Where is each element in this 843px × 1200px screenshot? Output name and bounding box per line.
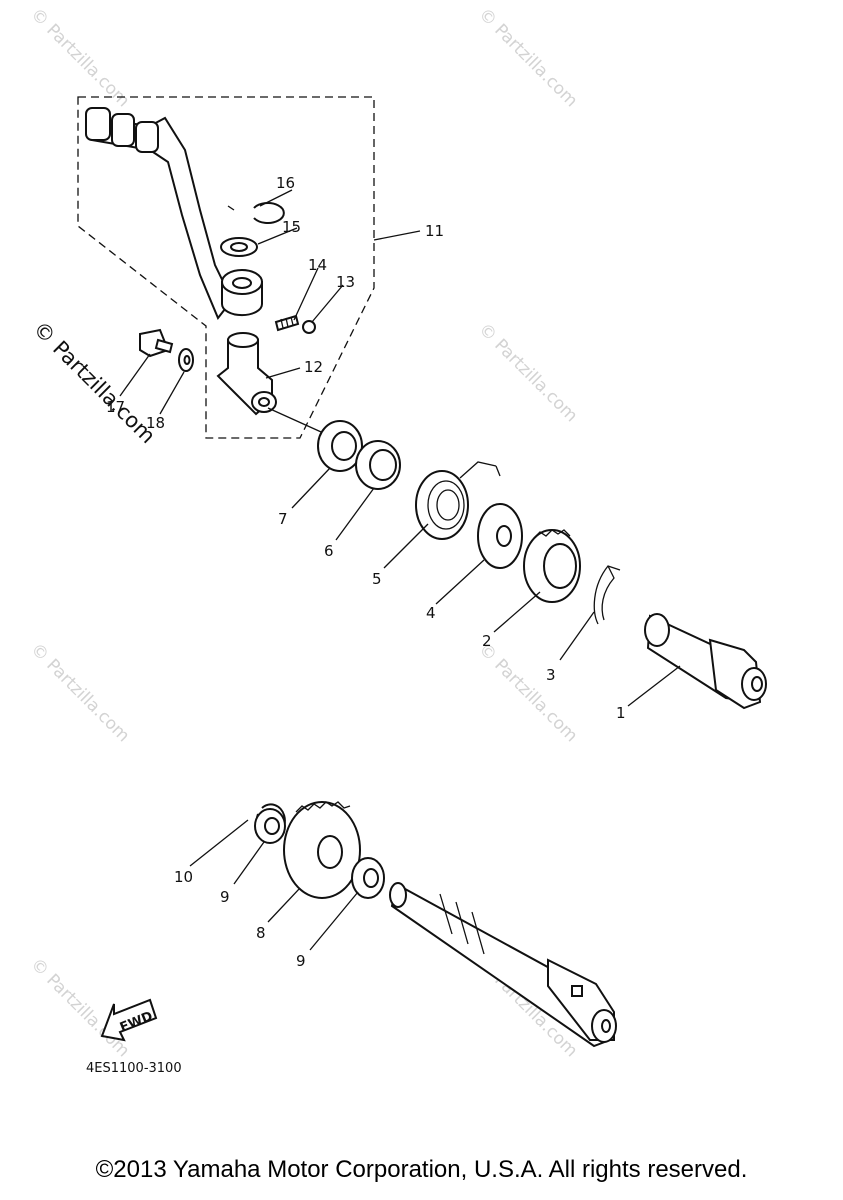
copyright-footer: ©2013 Yamaha Motor Corporation, U.S.A. A… xyxy=(95,1156,748,1183)
callout-6: 6 xyxy=(324,542,334,560)
torsion-spring-5[interactable] xyxy=(415,461,501,540)
callout-4: 4 xyxy=(426,604,436,622)
watermark: © Partzilla.com xyxy=(26,639,133,746)
kick-axle-1[interactable] xyxy=(644,613,767,710)
callout-10: 10 xyxy=(174,868,193,886)
watermark: © Partzilla.com xyxy=(26,954,133,1061)
callout-9-upper: 9 xyxy=(220,888,230,906)
callout-13: 13 xyxy=(336,273,355,291)
washer-9-lower[interactable] xyxy=(351,857,385,899)
callout-7: 7 xyxy=(278,510,288,528)
callout-2: 2 xyxy=(482,632,492,650)
watermark: © Partzilla.com xyxy=(474,639,581,746)
callout-numbers: 16 15 14 13 11 12 17 18 7 6 5 4 2 3 1 10… xyxy=(106,174,626,970)
kick-boss-12[interactable] xyxy=(216,332,277,416)
callout-18: 18 xyxy=(146,414,165,432)
leader-lines xyxy=(119,189,681,951)
bolt-17[interactable] xyxy=(139,328,174,358)
oil-seal-7[interactable] xyxy=(317,420,363,472)
watermark: © Partzilla.com xyxy=(26,4,133,111)
fwd-arrow-icon: FWD xyxy=(100,998,158,1042)
callout-15: 15 xyxy=(282,218,301,236)
washer-15[interactable] xyxy=(220,237,258,257)
callout-3: 3 xyxy=(546,666,556,684)
callout-12: 12 xyxy=(304,358,323,376)
washer-4[interactable] xyxy=(477,503,523,569)
washer-18[interactable] xyxy=(178,348,194,372)
assembly-outline-11 xyxy=(77,96,375,439)
ball-13[interactable] xyxy=(302,320,316,334)
washer-9-upper[interactable] xyxy=(254,808,286,844)
callout-8: 8 xyxy=(256,924,266,942)
assembly-axis-line xyxy=(267,407,331,437)
idle-gear-8[interactable] xyxy=(283,801,361,899)
callout-16: 16 xyxy=(276,174,295,192)
clip-3[interactable] xyxy=(593,565,621,625)
kick-crank-lever[interactable] xyxy=(85,107,263,320)
watermark: © Partzilla.com xyxy=(474,319,581,426)
spring-14[interactable] xyxy=(274,314,300,332)
callout-1: 1 xyxy=(616,704,626,722)
watermark: © Partzilla.com xyxy=(474,4,581,111)
callout-14: 14 xyxy=(308,256,327,274)
kick-gear-2[interactable] xyxy=(523,529,581,603)
collar-6[interactable] xyxy=(355,440,401,490)
diagram-code: 4ES1100-3100 xyxy=(86,1061,182,1076)
main-axle[interactable] xyxy=(389,882,617,1048)
callout-17: 17 xyxy=(106,398,125,416)
circlip-16[interactable] xyxy=(227,202,285,224)
callout-11: 11 xyxy=(425,222,444,240)
callout-9-lower: 9 xyxy=(296,952,306,970)
callout-5: 5 xyxy=(372,570,382,588)
